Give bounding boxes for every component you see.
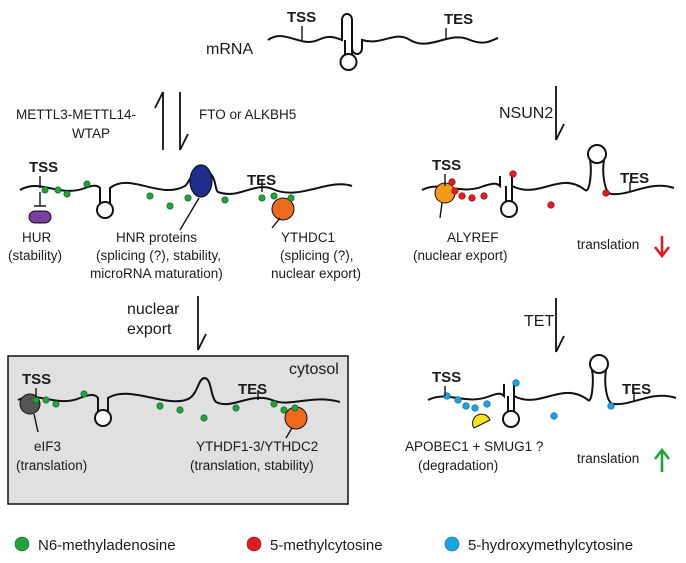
ythdc1-label-1: YTHDC1 xyxy=(281,230,335,245)
mrna-tss-label: TSS xyxy=(287,9,316,26)
m6a-dot xyxy=(166,202,174,210)
hnr-label-3: microRNA maturation) xyxy=(90,266,223,281)
eif3-label-1: eIF3 xyxy=(34,439,61,454)
m6a-dot xyxy=(280,406,288,414)
alyref-label-2: (nuclear export) xyxy=(413,248,508,263)
hnr-label-2: (splicing (?), stability, xyxy=(96,248,221,263)
cytosol-title: cytosol xyxy=(289,361,339,378)
legend-swatch-m6a xyxy=(14,536,30,552)
hm5c-dot xyxy=(512,379,520,387)
hnr-protein xyxy=(189,164,213,198)
arrow-down-red-icon xyxy=(653,236,671,259)
hur-label-2: (stability) xyxy=(8,248,62,263)
m5c-dot xyxy=(480,192,488,200)
hm5c-dot xyxy=(471,404,479,412)
cytosol-box xyxy=(7,355,349,505)
m6a-dot xyxy=(63,190,71,198)
hm5c-tes-label: TES xyxy=(622,381,651,398)
mrna-tes-label: TES xyxy=(444,11,473,28)
ythdc1-protein xyxy=(271,197,295,221)
m6a-dot xyxy=(258,194,266,202)
arrows-top: METTL3-METTL14- WTAP FTO or ALKBH5 NSUN2 xyxy=(16,86,565,151)
cytosol-panel: cytosol TSS TES eIF3 (translation) YTHDF… xyxy=(7,355,349,505)
m6a-dot xyxy=(42,396,50,404)
hm5c-dot xyxy=(454,396,462,404)
writer-label-1: METTL3-METTL14- xyxy=(16,107,136,122)
hm5c-tss-label: TSS xyxy=(432,369,461,386)
legend: N6-methyladenosine 5-methylcytosine 5-hy… xyxy=(14,536,633,554)
m5c-translation-label: translation xyxy=(577,237,639,252)
m5c-dot xyxy=(509,170,517,178)
m5c-dot xyxy=(602,189,610,197)
legend-swatch-m5c xyxy=(246,536,262,552)
hm5c-strand: TSS TES APOBEC1 + SMUG1 ? (degradation) … xyxy=(405,354,677,473)
nuclear-export-label-2: export xyxy=(127,321,172,338)
hnr-label-1: HNR proteins xyxy=(116,230,197,245)
eraser-label: FTO or ALKBH5 xyxy=(199,107,296,122)
hm5c-dot xyxy=(550,412,558,420)
m6a-dot xyxy=(52,400,60,408)
m5c-dot xyxy=(451,187,459,195)
m6a-tes-label: TES xyxy=(247,172,276,189)
m6a-dot xyxy=(41,186,49,194)
m6a-dot xyxy=(156,402,164,410)
m6a-dot xyxy=(291,404,299,412)
legend-label-m6a: N6-methyladenosine xyxy=(38,537,176,554)
legend-label-hm5c: 5-hydroxymethylcytosine xyxy=(468,537,633,554)
m5c-strand: TSS TES ALYREF (nuclear export) translat… xyxy=(413,144,675,263)
top-mrna: mRNA TSS TES xyxy=(206,9,499,71)
hm5c-dot xyxy=(462,402,470,410)
mrna-label: mRNA xyxy=(206,41,253,58)
apobec-label-2: (degradation) xyxy=(418,458,498,473)
arrows-mid: nuclear export TET xyxy=(127,296,565,353)
ythdc1-label-3: nuclear export) xyxy=(271,266,361,281)
m6a-dot xyxy=(232,404,240,412)
hur-protein xyxy=(28,210,52,224)
tet-label: TET xyxy=(524,313,554,330)
m6a-dot xyxy=(146,192,154,200)
m5c-dot xyxy=(448,178,456,186)
m6a-dot xyxy=(83,180,91,188)
cytosol-tes-label: TES xyxy=(238,381,267,398)
hm5c-translation-label: translation xyxy=(577,451,639,466)
m5c-tss-label: TSS xyxy=(432,157,461,174)
m5c-dot xyxy=(468,194,476,202)
m6a-dot xyxy=(184,194,192,202)
m5c-tes-label: TES xyxy=(620,170,649,187)
m5c-dot xyxy=(547,201,555,209)
m6a-dot xyxy=(80,390,88,398)
arrow-up-green-icon xyxy=(653,447,671,472)
m6a-dot xyxy=(270,192,278,200)
legend-label-m5c: 5-methylcytosine xyxy=(270,537,383,554)
nuclear-export-label-1: nuclear xyxy=(127,301,180,318)
hur-label-1: HUR xyxy=(22,230,51,245)
legend-swatch-hm5c xyxy=(444,536,460,552)
ythdf-label-2: (translation, stability) xyxy=(190,458,314,473)
m6a-tss-label: TSS xyxy=(29,159,58,176)
apobec-label-1: APOBEC1 + SMUG1 ? xyxy=(405,439,543,454)
m6a-strand: TSS TES HUR (stability) HNR proteins (sp… xyxy=(8,159,361,281)
m6a-dot xyxy=(287,194,295,202)
m6a-dot xyxy=(54,186,62,194)
ythdc1-label-2: (splicing (?), xyxy=(280,248,354,263)
alyref-label-1: ALYREF xyxy=(447,230,499,245)
cytosol-tss-label: TSS xyxy=(22,371,51,388)
writer-label-2: WTAP xyxy=(72,126,110,141)
hm5c-dot xyxy=(607,402,615,410)
m6a-dot xyxy=(221,196,229,204)
m6a-dot xyxy=(200,414,208,422)
m6a-dot xyxy=(176,406,184,414)
apobec-protein xyxy=(472,413,491,429)
m5c-dot xyxy=(458,192,466,200)
hm5c-dot xyxy=(483,400,491,408)
eif3-label-2: (translation) xyxy=(16,458,87,473)
m6a-dot xyxy=(270,400,278,408)
ythdf-label-1: YTHDF1-3/YTHDC2 xyxy=(196,439,318,454)
nsun2-label: NSUN2 xyxy=(499,105,553,122)
